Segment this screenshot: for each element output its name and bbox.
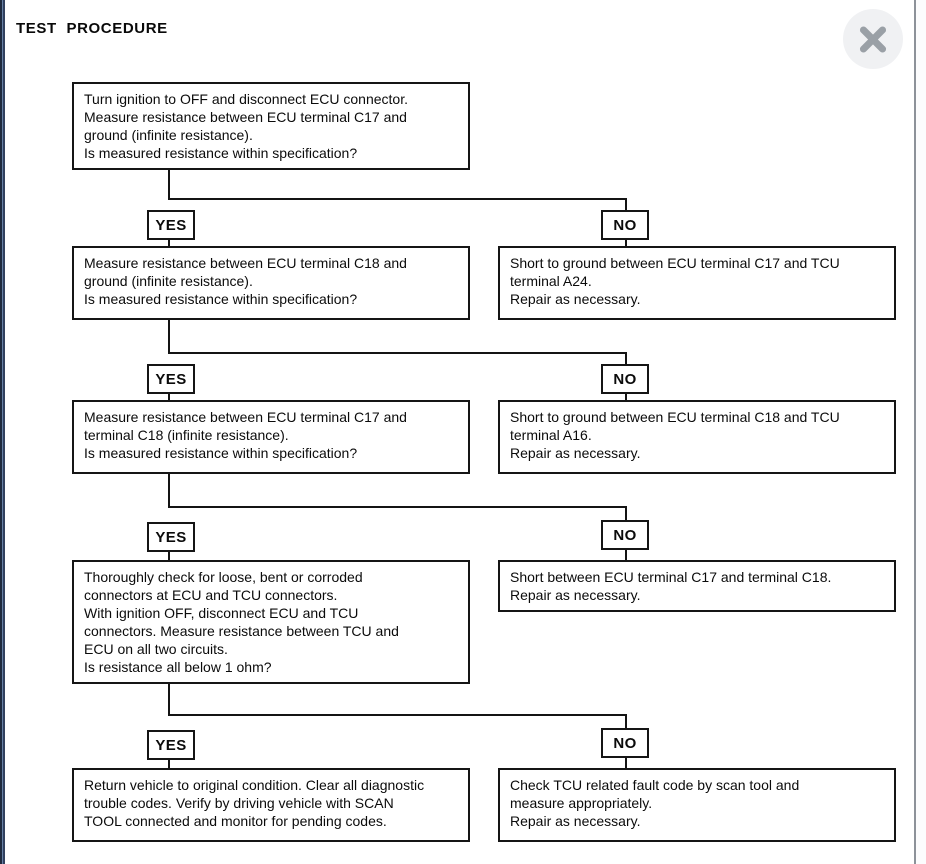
connector-line (625, 352, 627, 364)
connector-line (168, 714, 627, 716)
yes-label-4: YES (147, 730, 195, 760)
right-gutter (916, 0, 926, 864)
page-title: TEST PROCEDURE (16, 20, 168, 37)
no-action-box-2: Short to ground between ECU terminal C18… (498, 400, 896, 474)
connector-line (168, 684, 170, 714)
question-box-2: Measure resistance between ECU terminal … (72, 246, 470, 320)
yes-label-1: YES (147, 210, 195, 240)
connector-line (625, 758, 627, 768)
connector-line (168, 506, 627, 508)
connector-line (168, 170, 170, 198)
connector-line (168, 474, 170, 506)
question-box-3: Measure resistance between ECU terminal … (72, 400, 470, 474)
no-label-2: NO (601, 364, 649, 394)
window-left-border (0, 0, 5, 864)
connector-line (625, 394, 627, 400)
connector-line (168, 394, 170, 400)
no-action-box-4: Check TCU related fault code by scan too… (498, 768, 896, 842)
no-action-box-1: Short to ground between ECU terminal C17… (498, 246, 896, 320)
connector-line (168, 352, 627, 354)
no-label-1: NO (601, 210, 649, 240)
connector-line (168, 760, 170, 768)
connector-line (168, 552, 170, 560)
window-right-border (914, 0, 916, 864)
connector-line (625, 714, 627, 728)
no-label-3: NO (601, 520, 649, 550)
connector-line (625, 198, 627, 210)
connector-line (625, 550, 627, 560)
yes-label-3: YES (147, 522, 195, 552)
connector-line (168, 320, 170, 352)
question-box-1: Turn ignition to OFF and disconnect ECU … (72, 82, 470, 170)
connector-line (625, 506, 627, 520)
no-label-4: NO (601, 728, 649, 758)
no-action-box-3: Short between ECU terminal C17 and termi… (498, 560, 896, 612)
close-button[interactable] (843, 9, 903, 69)
yes-label-2: YES (147, 364, 195, 394)
connector-line (168, 198, 627, 200)
connector-line (625, 240, 627, 246)
question-box-4: Thoroughly check for loose, bent or corr… (72, 560, 470, 684)
final-action-box: Return vehicle to original condition. Cl… (72, 768, 470, 842)
connector-line (168, 240, 170, 246)
